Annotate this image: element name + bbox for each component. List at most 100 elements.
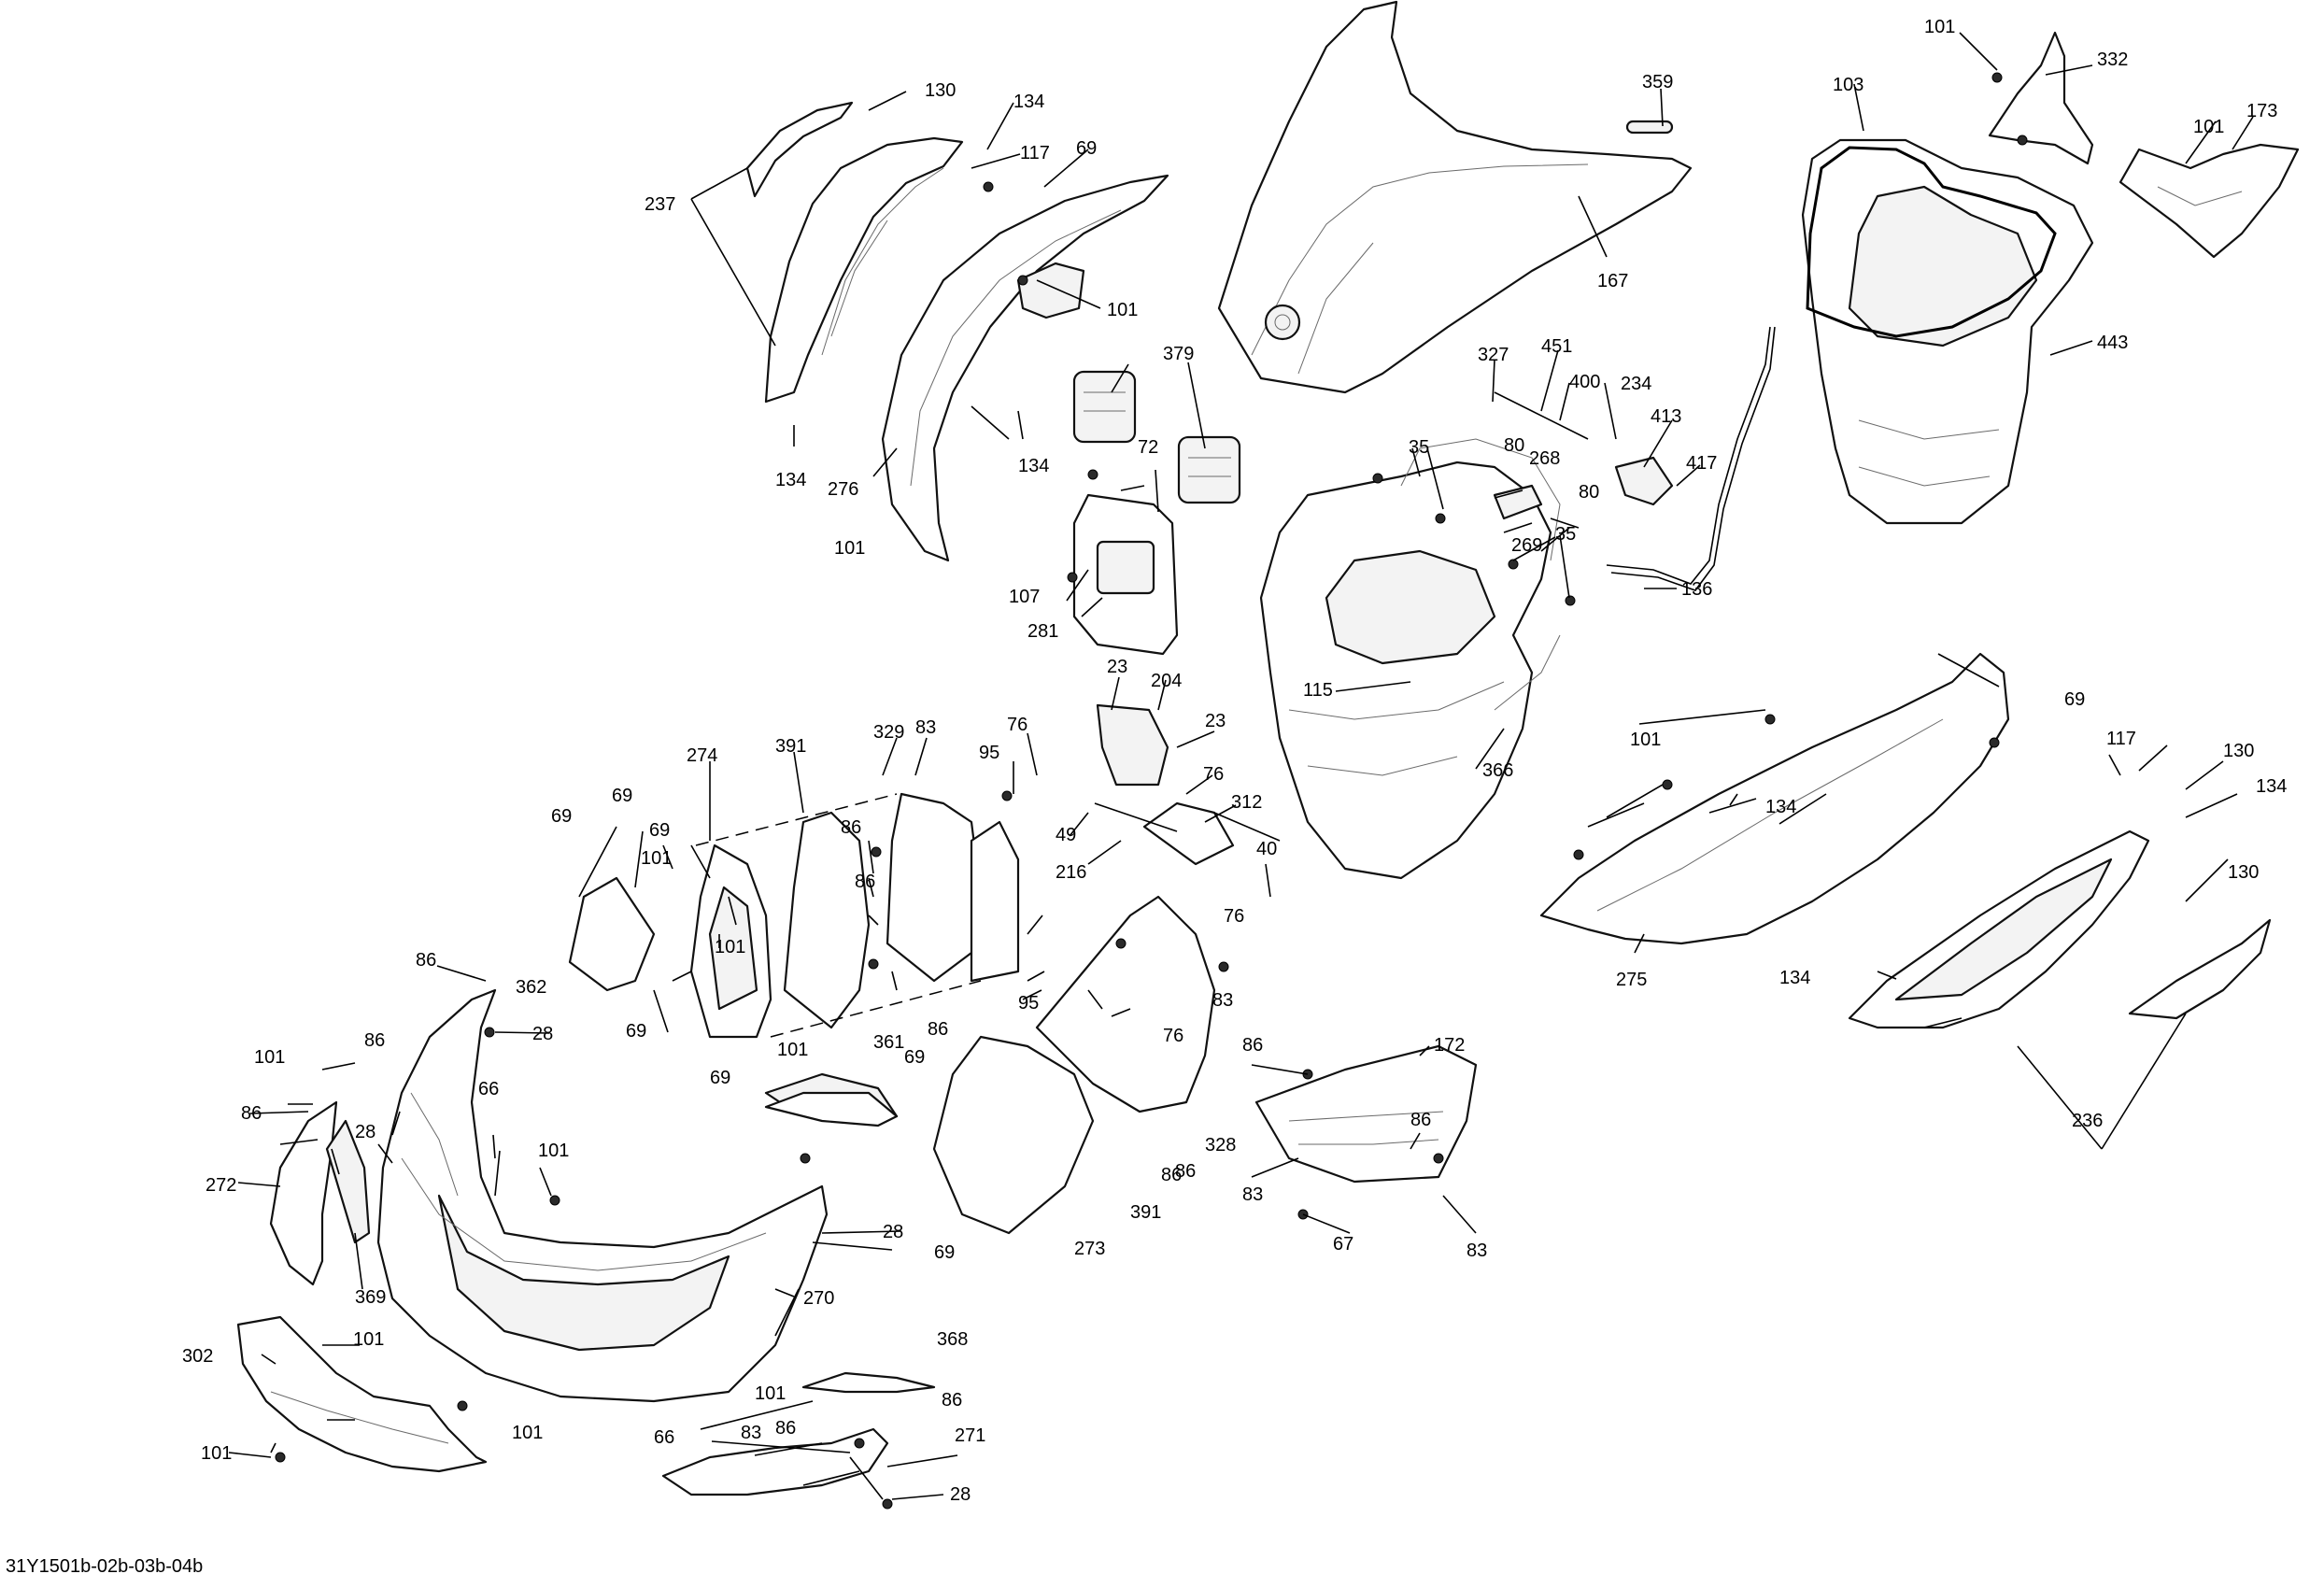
part-lower-lip-302 [236, 1315, 488, 1473]
callout-label: 269 [1511, 535, 1542, 556]
callout-label: 76 [1163, 1026, 1183, 1046]
callout-label: 69 [904, 1047, 925, 1068]
callout-label: 369 [355, 1287, 386, 1308]
callout-label: 272 [205, 1175, 236, 1196]
callout-label: 368 [937, 1329, 968, 1350]
callout-label: 271 [955, 1425, 985, 1446]
fasteners [275, 72, 2028, 1510]
callout-label: 40 [1256, 839, 1277, 859]
callout-label: 49 [1056, 825, 1076, 845]
callout-label: 443 [2097, 333, 2128, 353]
callout-label: 134 [1765, 797, 1796, 817]
callout-label: 312 [1231, 792, 1262, 813]
callout-label: 130 [2223, 741, 2254, 761]
callout-label: 28 [355, 1122, 376, 1142]
leader-lines [228, 32, 2254, 1500]
callout-label: 103 [1833, 75, 1863, 95]
part-cable-136 [1606, 326, 1776, 591]
callout-label: 86 [1410, 1110, 1431, 1130]
callout-label: 72 [1138, 437, 1158, 458]
callout-label: 101 [715, 937, 745, 957]
callout-label: 76 [1203, 764, 1224, 785]
callout-label: 173 [2246, 101, 2277, 121]
part-main-housing-366 [1259, 438, 1561, 880]
callout-label: 86 [1242, 1035, 1263, 1056]
callout-label: 276 [828, 479, 858, 500]
callout-label: 134 [775, 470, 806, 490]
callout-label: 204 [1151, 671, 1182, 691]
callout-label: 86 [928, 1019, 948, 1040]
part-corner-272 [269, 1100, 371, 1286]
callout-label: 134 [2256, 776, 2287, 797]
callout-label: 76 [1224, 906, 1244, 927]
part-side-panel-275 [1539, 652, 2010, 945]
callout-label: 86 [1161, 1165, 1182, 1185]
callout-label: 329 [873, 722, 904, 743]
callout-label: 130 [2228, 862, 2259, 883]
callout-label: 417 [1686, 453, 1717, 474]
callout-label: 101 [1924, 17, 1955, 37]
callout-label: 366 [1482, 760, 1513, 781]
callout-label: 67 [1333, 1234, 1353, 1255]
callout-label: 167 [1597, 271, 1628, 291]
callout-label: 273 [1074, 1239, 1105, 1259]
part-grille-236 [1848, 829, 2272, 1029]
callout-label: 134 [1779, 968, 1810, 988]
callout-label: 86 [416, 950, 436, 971]
part-front-fascia-270 [376, 988, 829, 1403]
callout-label: 101 [1107, 300, 1138, 320]
diagram-code: 31Y1501b-02b-03b-04b [6, 1556, 204, 1577]
callout-label: 95 [1018, 993, 1039, 1014]
callout-label: 101 [1630, 730, 1661, 750]
callout-label: 236 [2072, 1111, 2103, 1131]
callout-label: 275 [1616, 970, 1647, 990]
callout-label: 117 [1020, 143, 1050, 163]
callout-label: 86 [942, 1390, 962, 1411]
part-side-louvre-upper-left [745, 101, 964, 404]
callout-label: 101 [834, 538, 865, 559]
callout-label: 69 [649, 820, 670, 841]
callout-label: 451 [1541, 336, 1572, 357]
callout-label: 101 [512, 1423, 543, 1443]
callout-label: 101 [538, 1141, 569, 1161]
callout-label: 83 [1242, 1184, 1263, 1205]
callout-label: 86 [775, 1418, 796, 1439]
callout-label: 83 [741, 1423, 761, 1443]
part-lamp-units-379 [1072, 370, 1241, 504]
callout-label: 134 [1018, 456, 1049, 476]
callout-label: 69 [934, 1242, 955, 1263]
callout-label: 83 [1467, 1241, 1487, 1261]
callout-label: 86 [364, 1030, 385, 1051]
callout-label: 101 [254, 1047, 285, 1068]
callout-label: 101 [755, 1383, 786, 1404]
callout-label: 268 [1529, 448, 1560, 469]
callout-label: 270 [803, 1288, 834, 1309]
callout-label: 35 [1409, 437, 1429, 458]
callout-label: 101 [353, 1329, 384, 1350]
callout-label: 400 [1569, 372, 1600, 392]
callout-label: 391 [1130, 1202, 1161, 1223]
callout-label: 23 [1107, 657, 1127, 677]
callout-label: 69 [626, 1021, 646, 1042]
callout-label: 80 [1504, 435, 1524, 456]
callout-label: 28 [950, 1484, 971, 1505]
callout-label: 107 [1009, 587, 1040, 607]
callout-label: 130 [925, 80, 956, 101]
callout-label: 86 [841, 817, 861, 838]
callout-label: 391 [775, 736, 806, 757]
part-brackets-332-173 [1988, 31, 2300, 259]
callout-label: 302 [182, 1346, 213, 1367]
part-drawings [236, 0, 2300, 1496]
callout-label: 237 [645, 194, 675, 215]
callout-label: 172 [1434, 1035, 1465, 1056]
callout-label: 413 [1651, 406, 1681, 427]
callout-label: 332 [2097, 50, 2128, 70]
part-windshield-167 [1217, 0, 1693, 394]
callout-label: 23 [1205, 711, 1226, 731]
callout-label: 76 [1007, 715, 1027, 735]
callout-label: 69 [1076, 138, 1097, 159]
callout-label: 101 [777, 1040, 808, 1060]
callout-label: 66 [654, 1427, 674, 1448]
callout-label: 328 [1205, 1135, 1236, 1156]
